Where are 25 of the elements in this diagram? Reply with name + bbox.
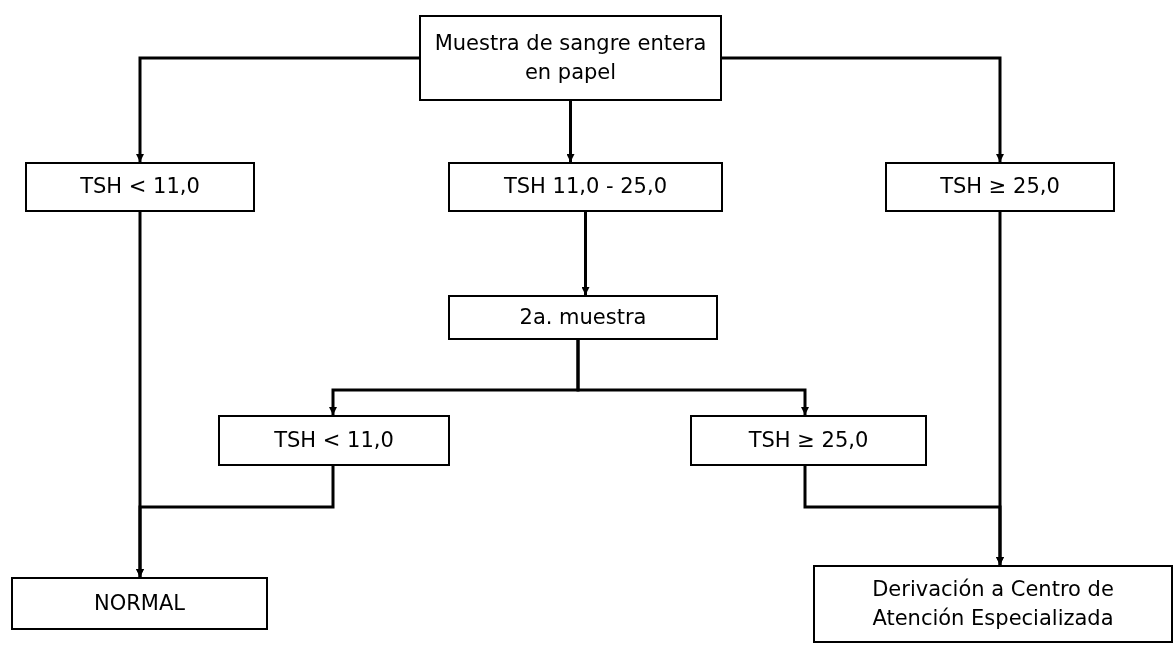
process-box: [419, 15, 722, 101]
arrow: [136, 56, 419, 162]
process-box: [25, 162, 255, 212]
process-box: [11, 577, 268, 630]
arrow: [576, 340, 809, 415]
box-label: Derivación a Centro de Atención Especializada: [871, 575, 1115, 632]
box-label: TSH 11,0 - 25,0: [503, 173, 668, 201]
box-label: TSH < 11,0: [274, 426, 394, 454]
box-label: 2a. muestra: [519, 303, 647, 331]
process-box: [448, 295, 718, 340]
arrow: [803, 466, 1004, 565]
process-box: [448, 162, 723, 212]
process-box: [885, 162, 1115, 212]
box-label: NORMAL: [94, 589, 185, 617]
box-label: TSH < 11,0: [80, 173, 200, 201]
arrow: [566, 101, 575, 162]
box-label: TSH ≥ 25,0: [748, 426, 869, 454]
arrow: [722, 56, 1004, 162]
arrow: [581, 212, 590, 295]
box-label: TSH ≥ 25,0: [940, 173, 1060, 201]
process-box: [218, 415, 450, 466]
process-box: [813, 565, 1173, 643]
process-box: [690, 415, 927, 466]
box-label: Muestra de sangre entera en papel: [433, 29, 708, 86]
arrow: [136, 466, 335, 577]
